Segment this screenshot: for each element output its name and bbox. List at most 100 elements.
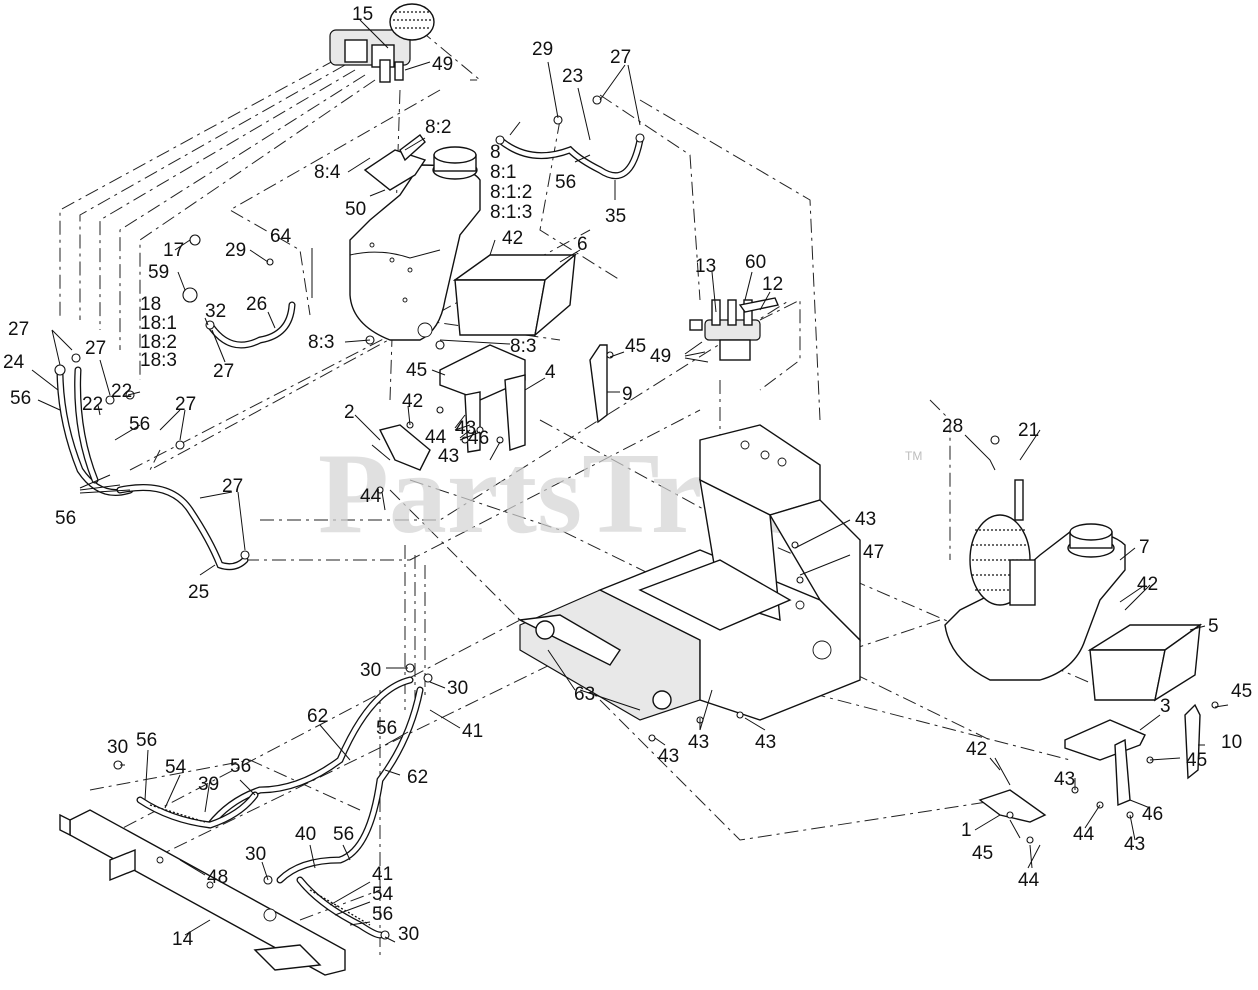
callout-27e: 27 <box>175 394 196 415</box>
callout-46a: 46 <box>468 428 489 449</box>
callout-27d: 27 <box>85 338 106 359</box>
callout-64: 64 <box>270 226 292 247</box>
callout-8-1: 8:1 <box>490 162 516 183</box>
callout-14: 14 <box>172 929 194 950</box>
callout-62a: 62 <box>307 706 328 727</box>
leader-lines <box>31 19 1229 943</box>
bracket-3 <box>1064 719 1146 807</box>
callout-30e: 30 <box>398 924 419 945</box>
callout-15: 15 <box>352 4 373 25</box>
callout-18-2: 18:2 <box>140 332 177 353</box>
valve-manifold <box>689 297 779 361</box>
callout-30c: 30 <box>107 737 128 758</box>
callout-8-3b: 8:3 <box>510 336 536 357</box>
callout-6: 6 <box>577 234 588 255</box>
callout-8: 8 <box>490 142 501 163</box>
tank-small-assembly <box>349 146 481 341</box>
callout-18: 18 <box>140 294 161 315</box>
callout-56e: 56 <box>136 730 157 751</box>
callout-labels: 15 49 29 23 27 8:2 8 8:1 8:1:2 8:1:3 8:4… <box>3 4 1252 950</box>
basket-6 <box>452 253 577 337</box>
bracket-9 <box>589 344 608 424</box>
callout-56g: 56 <box>333 824 354 845</box>
callout-30a: 30 <box>360 660 381 681</box>
callout-44d: 44 <box>1018 870 1040 891</box>
callout-13: 13 <box>695 256 716 277</box>
callout-39: 39 <box>198 774 219 795</box>
callout-49: 49 <box>432 54 453 75</box>
bracket-1 <box>978 789 1047 823</box>
callout-43f: 43 <box>755 732 776 753</box>
callout-45a: 45 <box>625 336 646 357</box>
callout-43e: 43 <box>688 732 709 753</box>
callout-10: 10 <box>1221 732 1242 753</box>
callout-23: 23 <box>562 66 583 87</box>
callout-26: 26 <box>246 294 267 315</box>
callout-1: 1 <box>961 820 972 841</box>
callout-48: 48 <box>207 867 228 888</box>
callout-41b: 41 <box>372 864 393 885</box>
callout-44a: 44 <box>425 427 447 448</box>
callout-29: 29 <box>532 39 553 60</box>
callout-25: 25 <box>188 582 209 603</box>
mower-frame <box>517 424 861 721</box>
callout-32: 32 <box>205 301 226 322</box>
callout-8-1-2: 8:1:2 <box>490 182 532 203</box>
callout-12: 12 <box>762 274 783 295</box>
callout-21: 21 <box>1018 420 1039 441</box>
callout-41a: 41 <box>462 721 483 742</box>
callout-56d: 56 <box>376 718 397 739</box>
spray-boom <box>59 809 346 976</box>
callout-27f: 27 <box>222 476 243 497</box>
callout-54b: 54 <box>372 884 394 905</box>
callout-8-2: 8:2 <box>425 117 451 138</box>
callout-42d: 42 <box>966 739 987 760</box>
callout-59: 59 <box>148 262 169 283</box>
callout-22a: 22 <box>82 394 103 415</box>
callout-44b: 44 <box>360 486 382 507</box>
callout-47: 47 <box>863 542 884 563</box>
callout-40: 40 <box>295 824 316 845</box>
callout-45d: 45 <box>1186 750 1207 771</box>
callout-28: 28 <box>942 416 963 437</box>
watermark-trademark: TM <box>905 449 922 463</box>
callout-5: 5 <box>1208 616 1219 637</box>
bracket-10 <box>1184 703 1201 780</box>
callout-8-3a: 8:3 <box>308 332 334 353</box>
callout-46b: 46 <box>1142 804 1163 825</box>
callout-45e: 45 <box>972 843 993 864</box>
callout-9: 9 <box>622 384 633 405</box>
bracket-2 <box>378 424 431 471</box>
pump-assembly <box>329 3 435 83</box>
callout-56c: 56 <box>55 508 76 529</box>
callout-27: 27 <box>610 47 631 68</box>
callout-62b: 62 <box>407 767 428 788</box>
callout-43h: 43 <box>1124 834 1145 855</box>
callout-43c: 43 <box>855 509 876 530</box>
callout-54a: 54 <box>165 757 187 778</box>
callout-44c: 44 <box>1073 824 1095 845</box>
callout-27b: 27 <box>213 361 234 382</box>
callout-49b: 49 <box>650 346 671 367</box>
hoses <box>56 136 644 939</box>
basket-5 <box>1087 623 1203 702</box>
callout-35: 35 <box>605 206 626 227</box>
callout-3: 3 <box>1160 696 1171 717</box>
bracket-50 <box>363 149 427 191</box>
tank-large-assembly <box>944 479 1126 681</box>
callout-43g: 43 <box>1054 769 1075 790</box>
callout-43b: 43 <box>438 446 459 467</box>
callout-60: 60 <box>745 252 766 273</box>
callout-56h: 56 <box>372 904 393 925</box>
callout-17: 17 <box>163 240 184 261</box>
callout-50: 50 <box>345 199 366 220</box>
callout-63: 63 <box>574 684 595 705</box>
callout-56a: 56 <box>10 388 31 409</box>
callout-4: 4 <box>545 362 556 383</box>
callout-29b: 29 <box>225 240 246 261</box>
callout-43d: 43 <box>658 746 679 767</box>
callout-18-3: 18:3 <box>140 350 177 371</box>
callout-45b: 45 <box>406 360 427 381</box>
callout-18-1: 18:1 <box>140 313 177 334</box>
